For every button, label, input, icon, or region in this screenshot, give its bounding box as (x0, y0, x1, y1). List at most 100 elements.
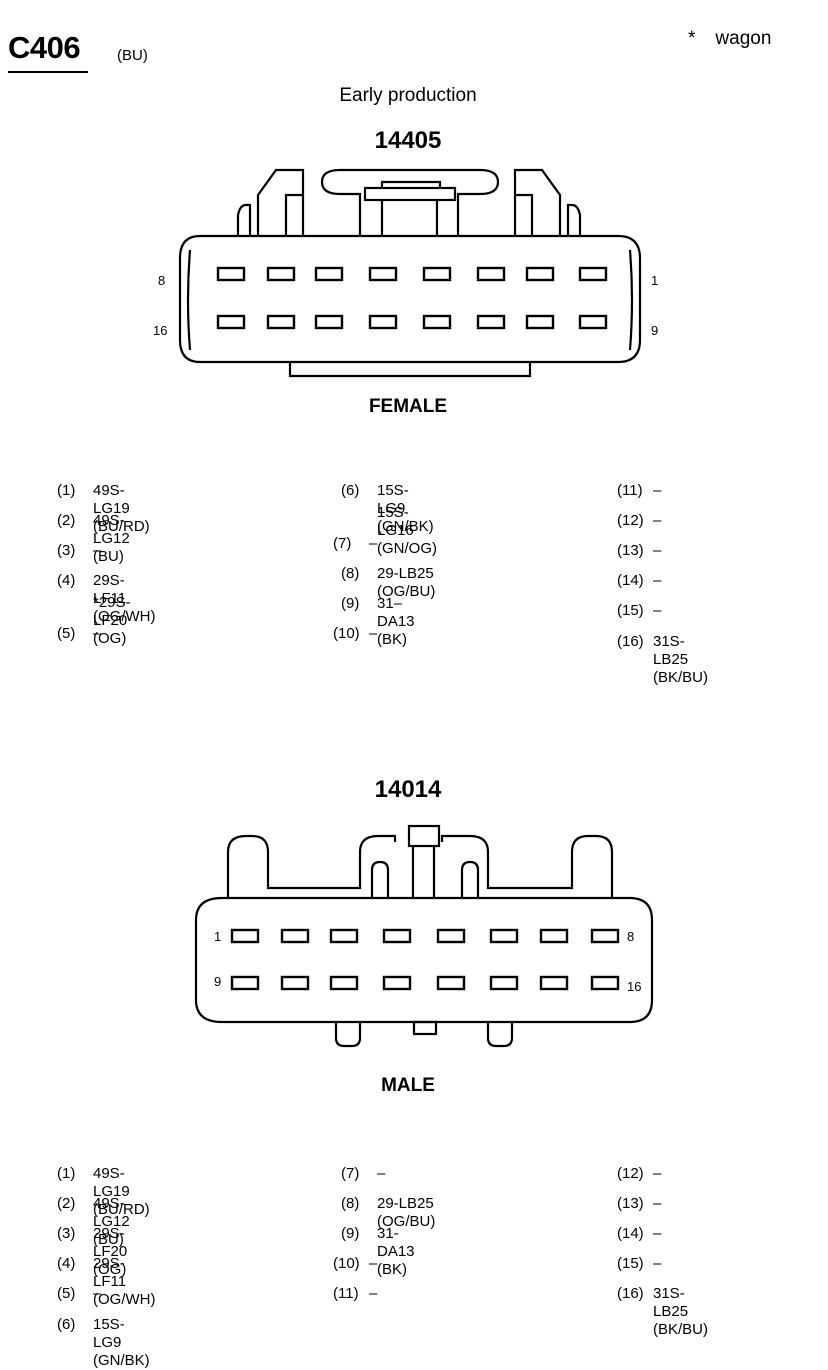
pin-circuit: 49S-LG19 (BU/RD) (93, 482, 150, 535)
male-cavity (590, 975, 620, 991)
female-pin-row: (6) 15S-LG9 (GN/BK)15S-LG16 (GN/OG) (341, 482, 437, 557)
female-pin-row: (3)– (57, 542, 101, 560)
female-pin-row: (8) 29-LB25 (OG/BU) (341, 565, 435, 600)
pin-circuit: – (93, 1285, 102, 1302)
male-right-top-label: 8 (627, 929, 635, 944)
male-pin-row: (2)49S-LG12 (BU) (57, 1195, 130, 1248)
production-note: Early production (339, 85, 477, 106)
male-right-bottom-label: 16 (627, 979, 642, 994)
male-pin-row: (8) 29-LB25 (OG/BU) (341, 1195, 435, 1230)
male-cavity (230, 975, 260, 991)
pin-circuit-alt: 15S-LG16 (GN/OG) (377, 504, 437, 557)
pin-circuit: 31S-LB25 (BK/BU) (653, 1285, 709, 1338)
pin-circuit: 15S-LG9 (GN/BK) (377, 482, 434, 535)
female-cavity (476, 266, 506, 282)
pin-number: (8) (341, 565, 360, 582)
female-pin-row: (1)49S-LG19 (BU/RD) (57, 482, 150, 535)
female-cavity (422, 266, 452, 282)
pin-number: (6) (57, 1316, 76, 1333)
male-cavity (329, 975, 359, 991)
male-pin-row: (14)– (617, 1225, 661, 1243)
pin-circuit: – (653, 542, 662, 559)
pin-circuit: – (653, 1165, 662, 1182)
pin-circuit: 29-LB25 (OG/BU) (377, 1195, 436, 1230)
female-pin-row: (11)– (617, 482, 661, 500)
footnote-mark: * (688, 28, 696, 49)
pin-number: (14) (617, 1225, 644, 1242)
female-cavity (476, 314, 506, 330)
pin-number: (3) (57, 542, 76, 559)
male-pin-row: (12)– (617, 1165, 661, 1183)
male-pin-row: (7)– (341, 1165, 385, 1183)
female-cavity (266, 266, 296, 282)
pin-number: (13) (617, 1195, 644, 1212)
male-cavity (280, 975, 310, 991)
pin-circuit: – (653, 602, 662, 619)
pin-number: (8) (341, 1195, 360, 1212)
female-cavity (314, 314, 344, 330)
female-cavity (216, 314, 246, 330)
male-pin-row: (5)– (57, 1285, 101, 1303)
female-cavity (368, 314, 398, 330)
pin-number: (14) (617, 572, 644, 589)
pin-number: (1) (57, 1165, 76, 1182)
male-pin-row: (9) 31-DA13 (BK) (341, 1225, 415, 1278)
female-pin-row: (5)– (57, 625, 101, 643)
pin-number: (11) (333, 1285, 359, 1302)
female-pin-row: (12)– (617, 512, 661, 530)
male-cavity (436, 975, 466, 991)
footnote: *wagon (688, 28, 771, 50)
male-cavity (489, 975, 519, 991)
pin-number: (6) (341, 482, 360, 499)
pin-circuit: 31–DA13 (BK) (377, 595, 415, 648)
pin-number: (9) (341, 1225, 360, 1242)
male-pin-row: (13)– (617, 1195, 661, 1213)
female-pin-row: (10)– (333, 625, 377, 643)
pin-number: (7) (341, 1165, 360, 1182)
pin-circuit: 29S-LF11 (OG/WH) (93, 572, 156, 625)
female-cavity (216, 266, 246, 282)
male-part-number: 14014 (374, 776, 442, 803)
male-pin-row: (3)29S-LF20 (OG) (57, 1225, 127, 1278)
male-pin-row: (16) 31S-LB25 (BK/BU) (617, 1285, 708, 1338)
pin-circuit: 29S-LF20 (OG) (93, 1225, 128, 1278)
female-pin-row: (13)– (617, 542, 661, 560)
pin-circuit: – (369, 625, 378, 642)
pin-circuit: 49S-LG19 (BU/RD) (93, 1165, 150, 1218)
male-cavity (590, 928, 620, 944)
female-pin-row: (16)31S-LB25 (BK/BU) (617, 633, 708, 686)
female-cavity (525, 266, 555, 282)
pin-number: (7) (333, 535, 352, 552)
male-cavity (539, 928, 569, 944)
female-pin-row: (15)– (617, 602, 661, 620)
pin-circuit: 49S-LG12 (BU) (93, 1195, 130, 1248)
pin-number: (11) (617, 482, 643, 499)
female-pin-row: (9)31–DA13 (BK) (341, 595, 415, 648)
pin-circuit: – (653, 572, 662, 589)
pin-number: (16) (617, 1285, 644, 1302)
pin-circuit: – (653, 1225, 662, 1242)
pin-number: (5) (57, 625, 76, 642)
male-left-top-label: 1 (214, 929, 222, 944)
pin-circuit: 29S-LF11 (OG/WH) (93, 1255, 156, 1308)
female-left-top-label: 8 (158, 273, 166, 288)
pin-circuit: – (369, 1255, 378, 1272)
pin-number: (2) (57, 512, 76, 529)
female-cavity (266, 314, 296, 330)
male-cavity (329, 928, 359, 944)
male-pin-row: (6)15S-LG9 (GN/BK) (57, 1316, 150, 1369)
female-pin-row: (2)49S-LG12 (BU) (57, 512, 130, 565)
female-cavity (578, 314, 608, 330)
pin-circuit: 31-DA13 (BK) (377, 1225, 415, 1278)
pin-circuit: – (653, 1195, 662, 1212)
pin-circuit: 29-LB25 (OG/BU) (377, 565, 436, 600)
male-cavity (489, 928, 519, 944)
male-cavity (436, 928, 466, 944)
pin-circuit-alt: *29S-LF20 (OG) (93, 594, 131, 647)
female-pin-row: (7)– (333, 535, 377, 553)
male-pin-row: (4)29S-LF11 (OG/WH) (57, 1255, 155, 1308)
female-cavity (314, 266, 344, 282)
pin-number: (15) (617, 602, 644, 619)
pin-number: (10) (333, 625, 360, 642)
male-cavity (230, 928, 260, 944)
